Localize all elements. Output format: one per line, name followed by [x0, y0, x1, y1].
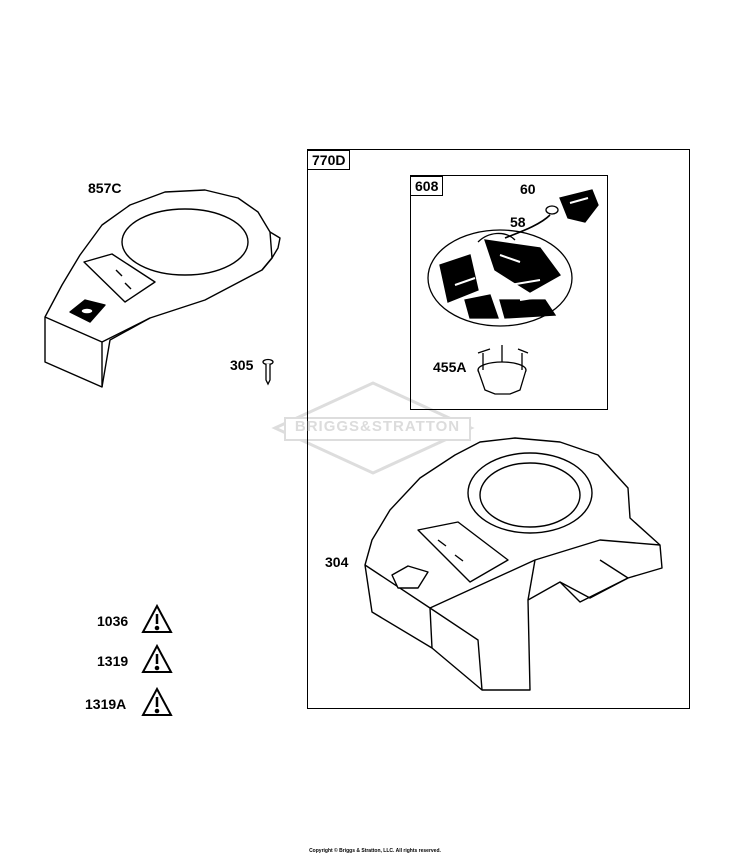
briggs-stratton-watermark-logo [271, 381, 475, 475]
copyright-notice: Copyright © Briggs & Stratton, LLC. All … [309, 848, 441, 854]
assembly-frame-608 [410, 175, 608, 410]
callout-304: 304 [325, 554, 349, 570]
warning-icon-1319a [141, 686, 173, 716]
part-60-starter-handle [545, 189, 599, 223]
callout-1319: 1319 [97, 653, 129, 669]
callout-305: 305 [230, 357, 254, 373]
callout-60: 60 [520, 181, 536, 197]
callout-770d: 770D [307, 150, 351, 170]
warning-icon-1319 [141, 643, 173, 673]
callout-58: 58 [510, 214, 526, 230]
part-305-screw [262, 358, 274, 386]
part-608-rewind-starter [427, 214, 573, 327]
callout-1036: 1036 [97, 613, 129, 629]
part-455a-cup [477, 345, 529, 395]
assembly-frame-770d [307, 149, 690, 709]
callout-1319a: 1319A [85, 696, 127, 712]
watermark-text: BRIGGS&STRATTON [294, 418, 461, 435]
part-304-blower-housing [364, 437, 663, 691]
callout-857c: 857C [88, 180, 122, 196]
warning-icon-1036 [141, 603, 173, 633]
callout-455a: 455A [433, 359, 467, 375]
part-857c-cover [44, 189, 281, 388]
callout-608: 608 [410, 176, 444, 196]
